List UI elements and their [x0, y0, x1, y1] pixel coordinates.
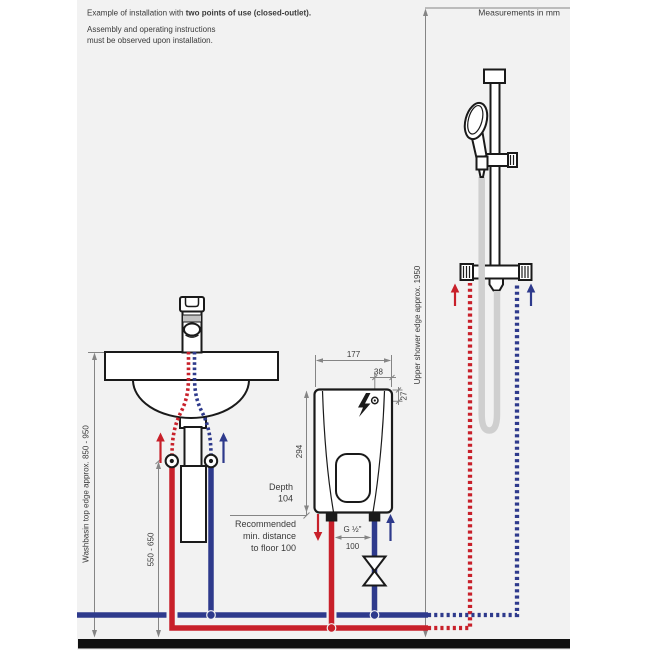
angle-valve-cold-dot — [208, 458, 214, 464]
hand-shower — [463, 101, 489, 178]
hand-shower-bracket — [475, 155, 489, 171]
heater-body — [313, 388, 394, 514]
dim-arrow-up — [423, 8, 428, 16]
label-connection-spacing: 100 — [346, 542, 360, 551]
tap-band — [182, 314, 202, 323]
mixer-handle-left — [459, 263, 474, 281]
dimension-lines — [88, 7, 570, 638]
label-floor-note-3: to floor 100 — [251, 543, 296, 553]
hot-pipe-washbasin-run — [169, 460, 428, 631]
header-note-line2: must be observed upon installation. — [87, 36, 213, 45]
shower-group — [459, 68, 533, 434]
heater-contour-right — [372, 390, 386, 513]
dim-arrow-down — [156, 630, 161, 638]
hot-pipe-tap-concealed — [170, 350, 191, 457]
label-valve-height: 550 - 650 — [147, 532, 156, 566]
dim-tick — [395, 387, 402, 393]
header-example-bold: two points of use (closed-outlet). — [186, 9, 311, 18]
pipework — [77, 283, 520, 633]
hand-shower-holder — [485, 152, 518, 168]
label-elec-offset-x: 38 — [374, 368, 383, 377]
shutoff-valve-top — [361, 555, 388, 573]
label-elec-offset-y: 27 — [400, 391, 409, 400]
hot-junction — [326, 623, 337, 633]
heater-stub-hot — [325, 512, 338, 522]
label-heater-height: 294 — [295, 444, 304, 458]
label-washbasin-edge: Washbasin top edge approx. 850 - 950 — [82, 425, 91, 563]
dim-arrow-down — [92, 630, 97, 638]
hose-coupling — [477, 168, 486, 178]
label-thread: G ½" — [344, 525, 362, 534]
washbasin-group — [104, 296, 279, 543]
dim-arrow-right — [384, 358, 392, 363]
angle-valve-hot-dot — [169, 458, 174, 464]
dim-arrow-down — [423, 630, 428, 638]
floor — [78, 639, 570, 649]
water-heater — [313, 388, 394, 514]
hand-shower-face — [467, 104, 484, 135]
hot-flow-arrowhead — [313, 532, 323, 541]
tap-cap-notch — [184, 298, 200, 308]
hot-flow-arrowhead — [450, 283, 460, 293]
dim-arrow-right — [364, 535, 372, 540]
diagram-panel — [77, 0, 570, 650]
label-shower-edge: Upper shower edge approx. 1950 — [413, 265, 422, 384]
label-floor-note-2: min. distance — [243, 531, 296, 541]
mixer-hose-outlet — [488, 277, 504, 292]
cold-junction — [369, 610, 380, 620]
dim-arrow-up — [92, 352, 97, 360]
cold-pipe-tap-concealed — [192, 350, 213, 457]
dim-tick — [395, 398, 402, 405]
header-example-line: Example of installation with two points … — [87, 9, 311, 18]
shutoff-valve-bottom — [361, 569, 388, 587]
label-floor-note-1: Recommended — [235, 519, 296, 529]
drain-pipe-upper — [183, 426, 203, 470]
dim-tick — [371, 374, 378, 381]
heater-stub-cold — [368, 512, 381, 522]
cold-flow-arrowhead — [219, 432, 228, 442]
header-example-prefix: Example of installation with — [87, 9, 186, 18]
cold-junction — [206, 610, 216, 620]
tap-outlet-line — [185, 334, 199, 338]
mixer-handle-right — [518, 263, 533, 281]
dim-arrow-down — [304, 505, 309, 513]
washbasin-bowl — [131, 379, 251, 419]
dim-arrow-up — [156, 461, 161, 469]
flow-arrows — [156, 283, 536, 541]
cold-flow-arrowhead — [386, 514, 395, 523]
header-note-line1: Assembly and operating instructions — [87, 25, 216, 34]
dim-arrow-left — [315, 358, 323, 363]
cold-flow-arrowhead — [526, 283, 536, 293]
cold-pipe-shower-concealed — [428, 283, 520, 618]
label-heater-width: 177 — [347, 350, 361, 359]
drain-pipe-lower — [180, 465, 207, 543]
label-depth-word: Depth — [269, 482, 293, 492]
measurements-note: Measurements in mm — [478, 8, 560, 18]
hot-pipe-shower-concealed — [428, 283, 473, 631]
dim-arrow-left — [334, 535, 342, 540]
dim-tick — [389, 374, 395, 381]
washbasin-deck — [104, 351, 279, 381]
lightning-icon — [358, 393, 371, 417]
heater-contour-left — [321, 390, 335, 513]
hot-flow-arrowhead — [156, 432, 165, 442]
tap-cap — [179, 296, 205, 313]
dim-arrow-up — [304, 390, 309, 398]
shower-rail — [489, 81, 501, 277]
electrical-connection-dot — [373, 399, 376, 402]
shower-hose — [478, 177, 501, 434]
heater-front-window — [335, 453, 371, 503]
tap-outlet — [183, 322, 201, 337]
label-depth-value: 104 — [278, 494, 293, 504]
shower-rail-cap — [483, 68, 506, 84]
